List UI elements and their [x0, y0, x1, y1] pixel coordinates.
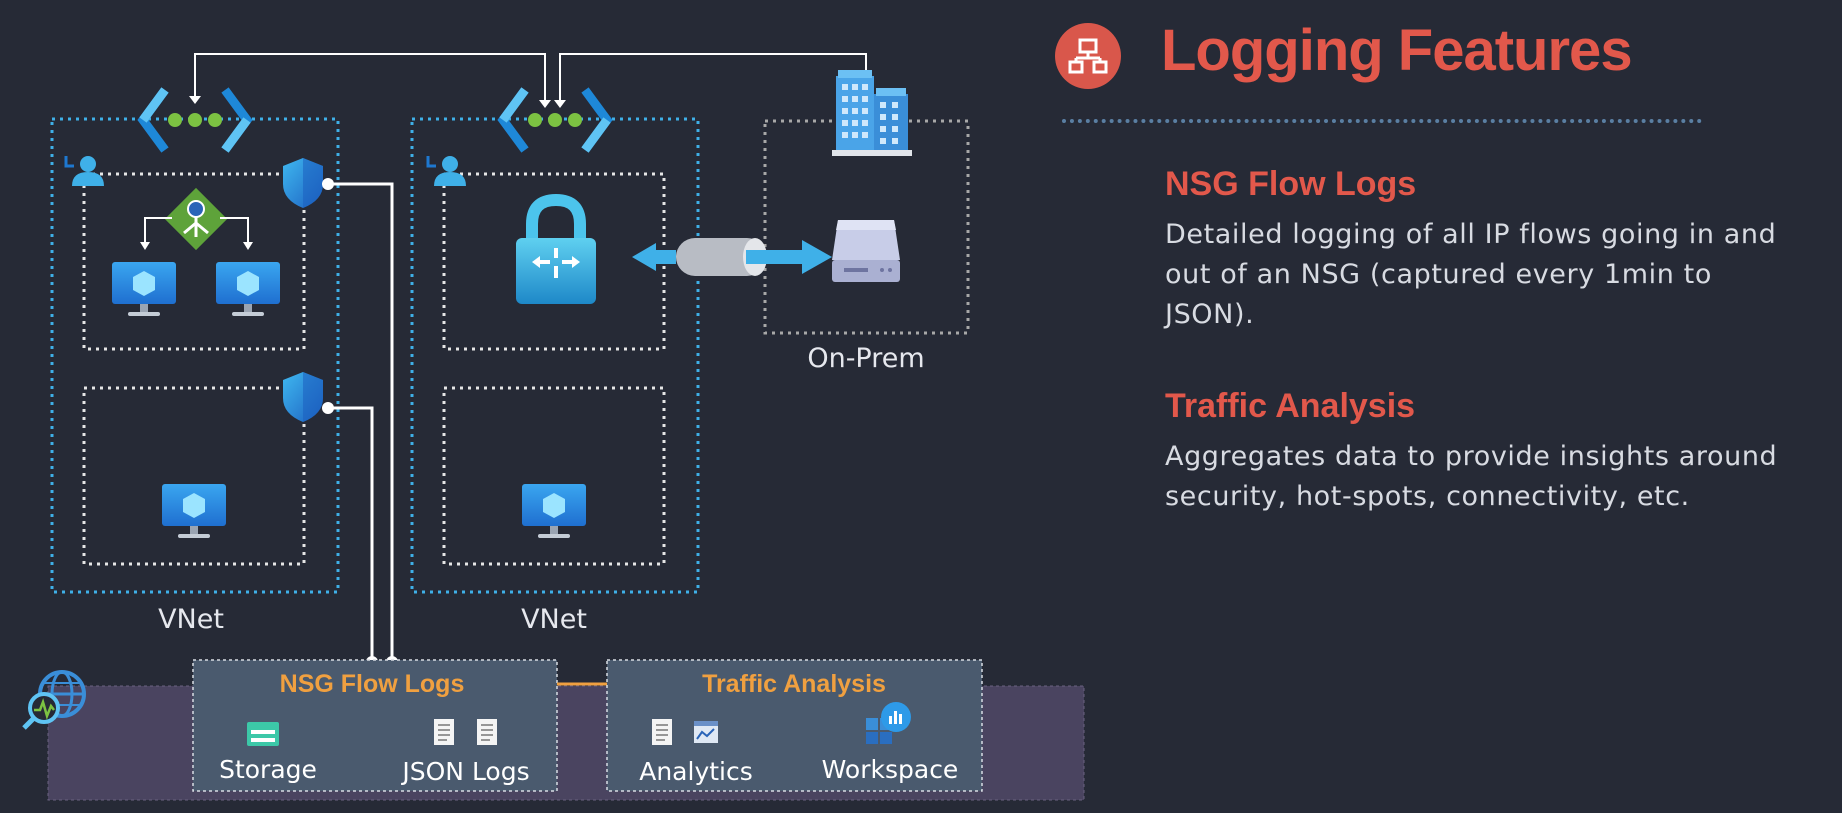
network-watcher-icon [22, 670, 86, 730]
json-document-icon [434, 719, 454, 745]
flow-logs-box-title: NSG Flow Logs [280, 670, 465, 698]
virtual-machine-icon [522, 484, 586, 538]
analytics-document-icon [652, 719, 672, 745]
subnet-left-bottom [82, 386, 306, 566]
subnet-right-top [442, 172, 666, 351]
workspace-icon [866, 702, 911, 744]
section-body-line: out of an NSG (captured every 1min to JS… [1165, 259, 1712, 330]
section-body-line: Aggregates data to provide insights arou… [1165, 441, 1778, 472]
flow-log-connectors [328, 182, 394, 662]
lb-branch [144, 217, 172, 242]
json-logs-label: JSON Logs [400, 757, 529, 786]
vnet-left-boundary [50, 117, 340, 594]
section-body-traffic-analysis: Aggregates data to provide insights arou… [1165, 437, 1805, 517]
vpn-tunnel-icon [632, 238, 832, 276]
vpn-gateway-lock-icon [516, 193, 596, 304]
network-diagram-icon [1055, 23, 1121, 89]
onprem-label: On-Prem [807, 343, 924, 374]
vnet-gateway-icon [497, 87, 613, 153]
office-building-icon [832, 70, 912, 156]
workspace-label: Workspace [822, 755, 959, 784]
user-icon [64, 156, 104, 186]
storage-icon [247, 722, 279, 746]
analytics-chart-icon [694, 721, 718, 743]
vnet-left-label: VNet [158, 604, 224, 635]
section-body-line: security, hot-spots, connectivity, etc. [1165, 481, 1690, 512]
section-body-line: Detailed logging of all IP flows going i… [1165, 219, 1777, 250]
vnet-gateway-icon [137, 87, 253, 153]
section-heading-flow-logs: NSG Flow Logs [1165, 165, 1417, 203]
virtual-machine-icon [216, 262, 280, 316]
section-heading-traffic-analysis: Traffic Analysis [1165, 387, 1416, 425]
user-icon [426, 156, 466, 186]
storage-label: Storage [219, 755, 317, 784]
vnet-right-label: VNet [521, 604, 587, 635]
virtual-machine-icon [112, 262, 176, 316]
nsg-shield-icon [283, 158, 323, 208]
vnet-right-boundary [410, 117, 700, 594]
json-document-icon [477, 719, 497, 745]
subnet-right-bottom [442, 386, 666, 566]
server-appliance-icon [832, 220, 900, 282]
subnet-left-top [82, 172, 306, 351]
gateway-connections [194, 53, 867, 100]
title-divider [1062, 119, 1702, 123]
analytics-label: Analytics [639, 757, 753, 786]
page-title: Logging Features [1161, 18, 1633, 83]
load-balancer-icon [164, 187, 228, 251]
traffic-box-title: Traffic Analysis [702, 670, 886, 698]
logging-features-panel: Logging Features NSG Flow Logs Detailed … [1055, 15, 1815, 795]
section-body-flow-logs: Detailed logging of all IP flows going i… [1165, 215, 1805, 335]
nsg-shield-icon [283, 372, 323, 422]
lb-branch [220, 217, 249, 242]
virtual-machine-icon [162, 484, 226, 538]
